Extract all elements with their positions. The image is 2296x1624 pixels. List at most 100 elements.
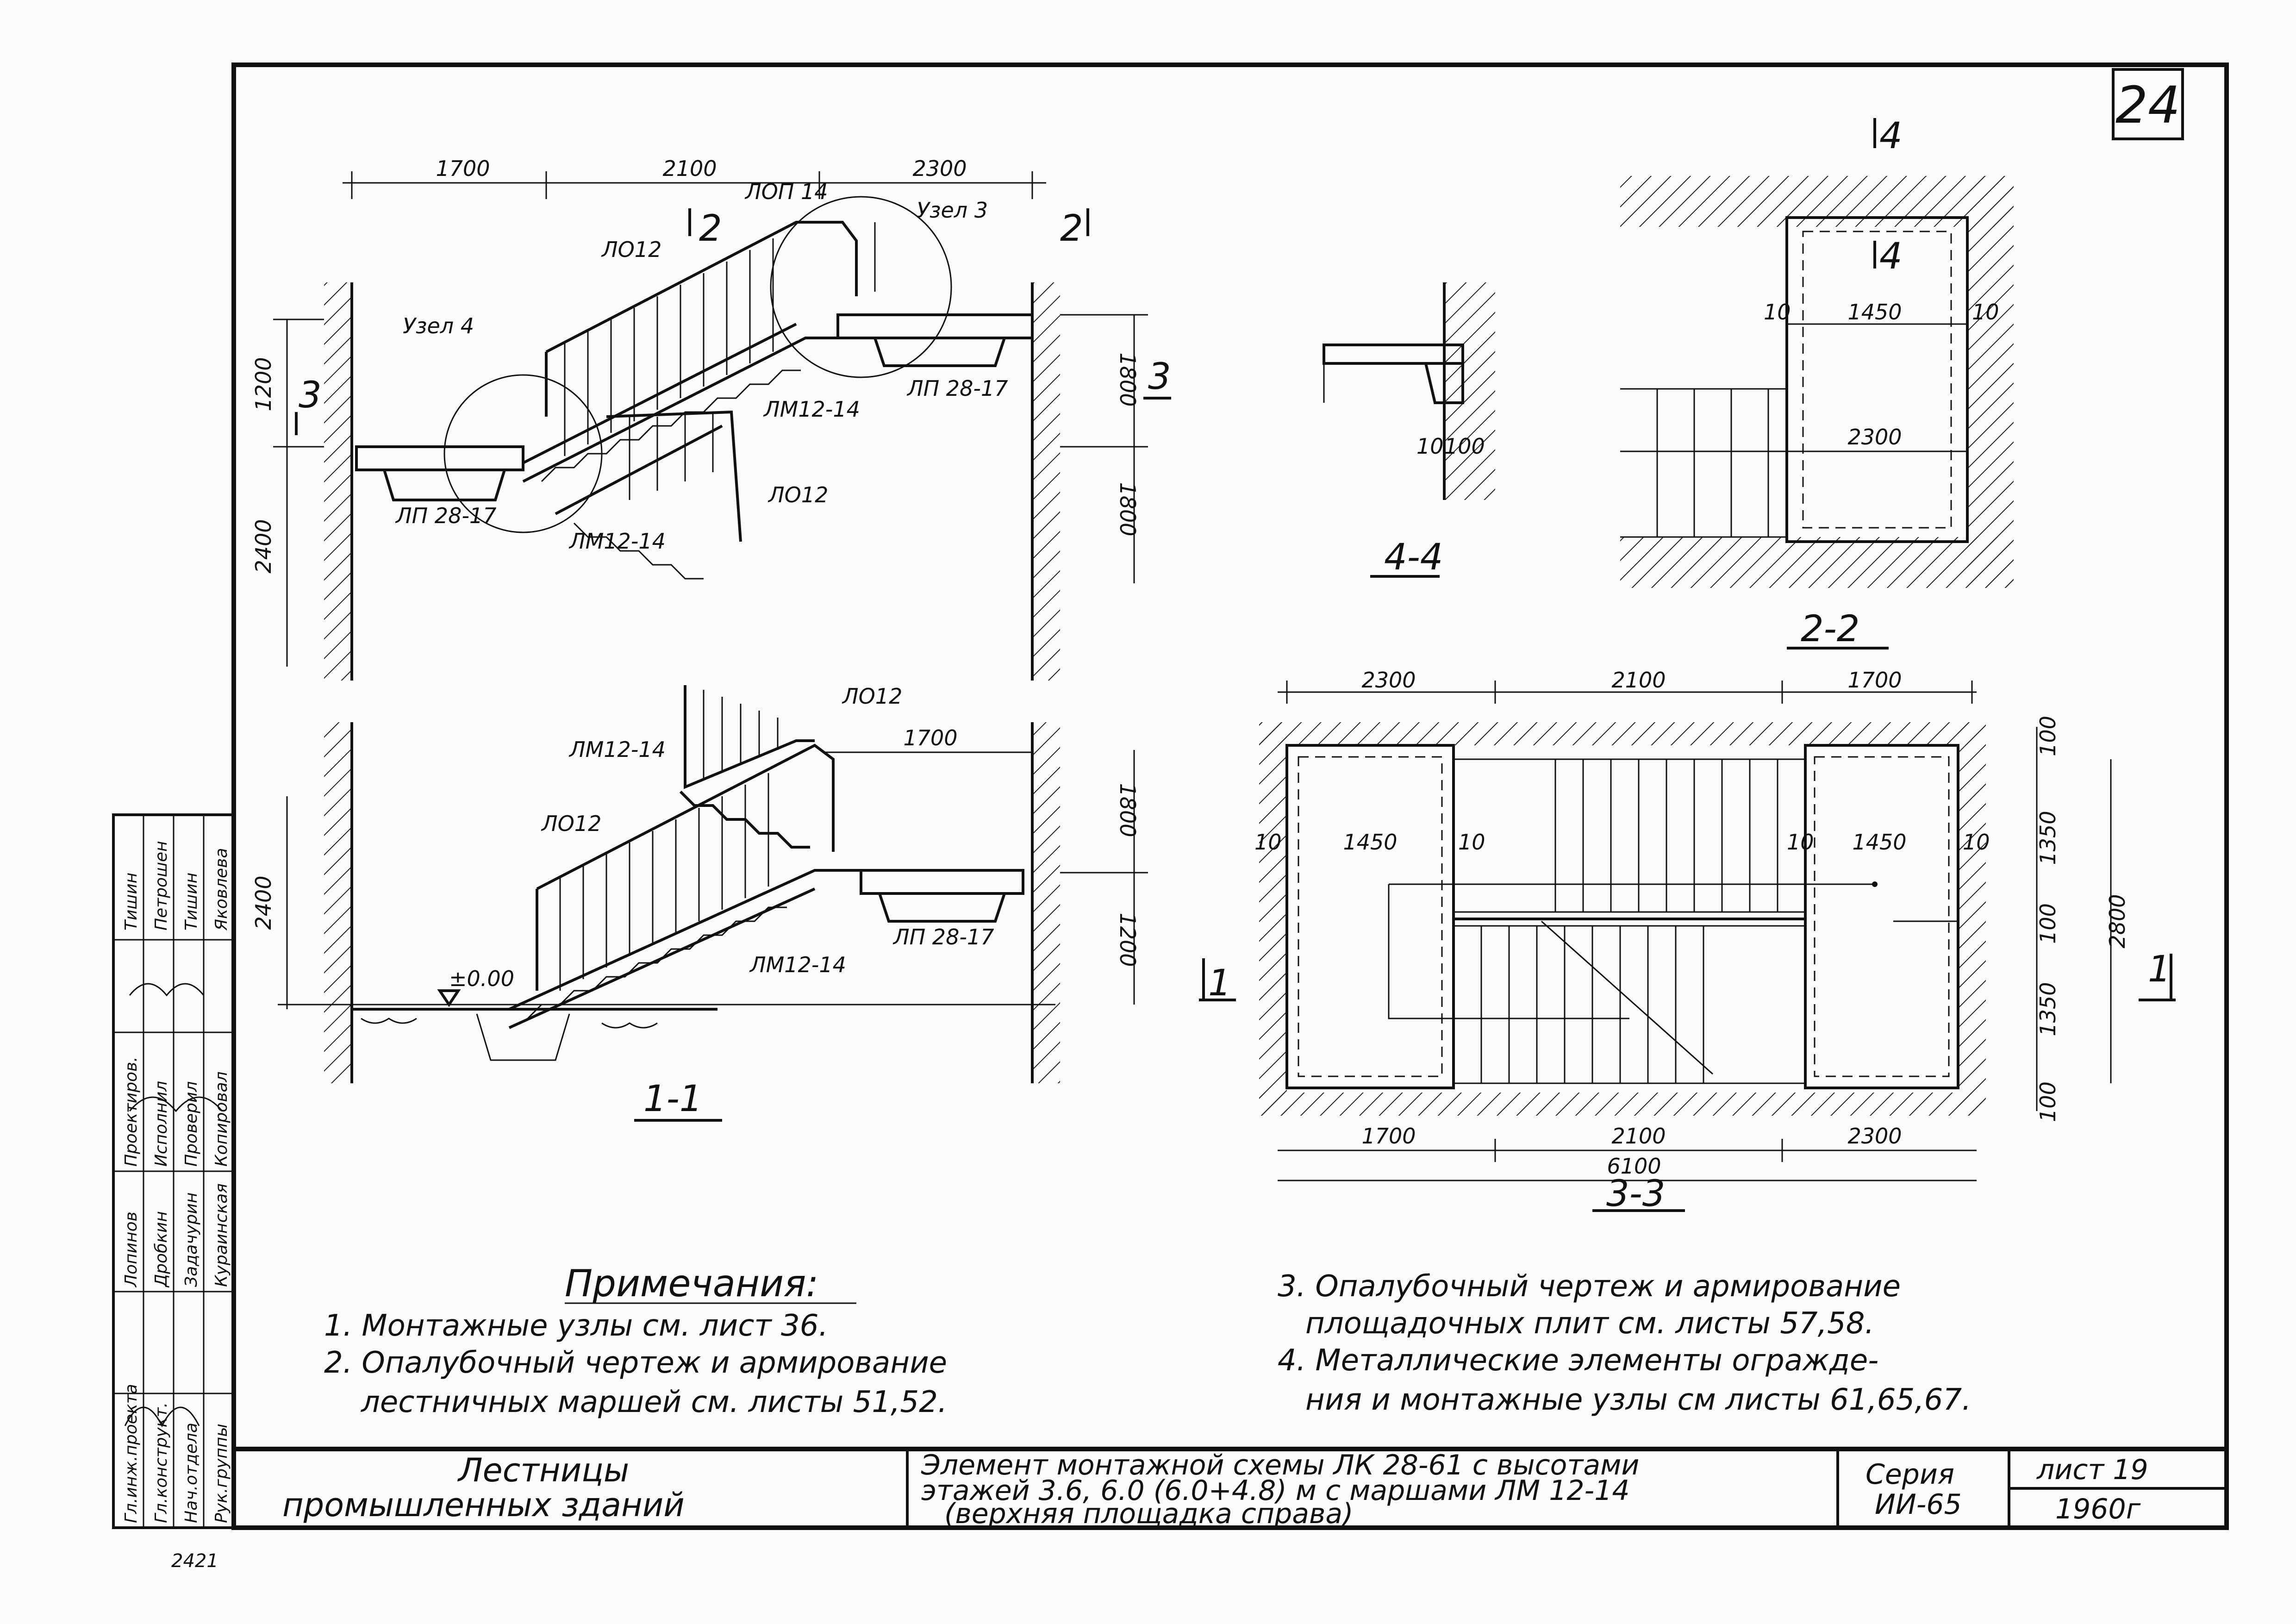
dim-3-3-top-3: 1700 [1847, 668, 1902, 693]
stamp-name2-1: Тишин [122, 873, 141, 931]
label-lo12-b: ЛО12 [767, 482, 828, 507]
label-1-1-lo12-a: ЛО12 [842, 684, 902, 709]
dim-3-3-total-right: 2800 [2105, 894, 2130, 948]
dim-3-3-bot-1: 1700 [1361, 1124, 1416, 1149]
title-1-1: 1-1 [643, 1078, 702, 1120]
dim-3-3-in-r3: 10 [1963, 830, 1990, 855]
stamp-role2-1: Проектиров. [122, 1056, 141, 1167]
view-1-1: 1700 2400 1800 1200 ±0.00 [251, 684, 1148, 1122]
tb-series-value: ИИ-65 [1875, 1488, 1962, 1521]
label-lp-left: ЛП 28-17 [395, 503, 496, 528]
notes-title: Примечания: [565, 1262, 818, 1305]
stamp-name2-4: Яковлева [212, 848, 231, 931]
note-3b: площадочных плит см. листы 57,58. [1305, 1306, 1874, 1341]
label-1-1-lp: ЛП 28-17 [892, 924, 994, 949]
marker-4-inner: 4 [1879, 236, 1903, 277]
dim-3-3-top-1: 2300 [1361, 668, 1416, 693]
marker-1-right: 1 [2148, 949, 2171, 990]
signature-marks [124, 983, 223, 1428]
view-4-4: 10 100 4-4 [1323, 282, 1495, 578]
label-lp-right: ЛП 28-17 [906, 376, 1008, 401]
title-block: Лестницы промышленных зданий Элемент мон… [234, 1447, 2227, 1530]
note-4b: ния и монтажные узлы см листы 61,65,67. [1305, 1383, 1971, 1417]
dim-top-2: 2100 [662, 156, 717, 181]
marker-3-right: 3 [1148, 356, 1171, 398]
dim-2-2-b: 1450 [1847, 300, 1902, 325]
label-uzel4: Узел 4 [403, 313, 474, 338]
dim-3-3-r3: 100 [2035, 903, 2060, 944]
dim-3-3-bot-2: 2100 [1611, 1124, 1666, 1149]
stamp-role-4: Рук.группы [212, 1424, 231, 1523]
dim-1-1-top: 1700 [903, 725, 957, 750]
dim-4-4-a: 10 [1416, 434, 1444, 459]
notes-block: Примечания: 1. Монтажные узлы см. лист 3… [324, 1262, 1971, 1419]
note-1: 1. Монтажные узлы см. лист 36. [324, 1309, 828, 1343]
dim-3-3-r5: 100 [2035, 1081, 2060, 1122]
dim-3-3-in-r1: 10 [1787, 830, 1814, 855]
title-3-3: 3-3 [1606, 1173, 1665, 1215]
marker-4-top: 4 [1879, 115, 1903, 157]
sheet-number-box: 24 [2112, 68, 2184, 140]
stamp-role-2: Гл.конструкт. [152, 1402, 171, 1523]
dim-3-3-r2: 1350 [2035, 811, 2060, 865]
label-lm-a: ЛМ12-14 [763, 397, 860, 422]
marker-2-left: 2 [699, 208, 722, 250]
tb-name-1: Лестницы [457, 1451, 629, 1489]
view-3-3: 2300 2100 1700 [1199, 668, 2176, 1215]
tb-year: 1960г [2055, 1493, 2141, 1525]
stamp-name-4: Кураинская [212, 1183, 231, 1287]
sheet-number: 24 [2115, 75, 2180, 135]
dim-1-1-right-1: 1800 [1115, 783, 1140, 837]
note-4a: 4. Металлические элементы огражде- [1278, 1343, 1878, 1378]
tb-series-label: Серия [1866, 1458, 1954, 1491]
marker-1-left: 1 [1208, 962, 1231, 1004]
archive-number: 2421 [171, 1550, 218, 1572]
label-lm-b: ЛМ12-14 [568, 529, 666, 554]
dim-top-1: 1700 [436, 156, 490, 181]
tb-sheet-label: лист 19 [2036, 1454, 2148, 1486]
note-3a: 3. Опалубочный чертеж и армирование [1278, 1269, 1901, 1304]
dim-2-2-d: 2300 [1847, 425, 1902, 450]
dim-2-2-a: 10 [1764, 300, 1791, 325]
label-uzel3: Узел 3 [917, 198, 988, 223]
title-4-4: 4-4 [1384, 537, 1443, 578]
stamp-name2-3: Тишин [182, 873, 201, 931]
stamp-name2-2: Петрошен [152, 841, 171, 931]
dim-top-3: 2300 [912, 156, 967, 181]
dim-3-3-r4: 1350 [2035, 982, 2060, 1036]
label-1-1-lo12-b: ЛО12 [541, 811, 601, 836]
stamp-name-2: Дробкин [152, 1211, 171, 1288]
dim-left-1: 1200 [251, 357, 276, 411]
dim-3-3-in-l2: 1450 [1343, 830, 1397, 855]
stamp-name-3: Задачурин [182, 1193, 201, 1287]
view-2-2: 10 1450 10 2300 4 4 2-2 [1620, 115, 2014, 650]
stamp-role2-4: Копировал [212, 1071, 231, 1167]
stamp-role2-3: Проверил [182, 1081, 201, 1167]
tb-desc-1: Элемент монтажной схемы ЛК 28-61 с высот… [921, 1449, 1639, 1481]
dim-3-3-in-l1: 10 [1254, 830, 1282, 855]
dim-1-1-left: 2400 [251, 875, 276, 930]
dim-3-3-in-l3: 10 [1458, 830, 1485, 855]
label-1-1-lm-a: ЛМ12-14 [568, 737, 666, 762]
label-lo12-a: ЛО12 [601, 237, 661, 262]
label-1-1-lm-b: ЛМ12-14 [749, 952, 846, 977]
dim-4-4-b: 100 [1444, 434, 1485, 459]
dim-3-3-r1: 100 [2035, 716, 2060, 756]
note-2b: лестничных маршей см. листы 51,52. [360, 1385, 947, 1419]
dim-3-3-in-r2: 1450 [1852, 830, 1906, 855]
dim-1-1-right-2: 1200 [1115, 912, 1140, 967]
note-2a: 2. Опалубочный чертеж и армирование [324, 1346, 947, 1380]
marker-2-right: 2 [1060, 208, 1083, 250]
tb-desc-2: этажей 3.6, 6.0 (6.0+4.8) м с маршами ЛМ… [921, 1474, 1630, 1507]
view-top-elevation: 1700 2100 2300 1200 2400 1800 1800 2 2 3… [251, 156, 1171, 681]
stamp-name-1: Лопинов [122, 1212, 141, 1288]
dim-left-2: 2400 [251, 519, 276, 573]
dim-3-3-total: 6100 [1607, 1154, 1661, 1179]
dim-right-1: 1800 [1115, 352, 1140, 406]
stamp-block: Гл.инж.проекта Гл.конструкт. Нач.отдела … [112, 813, 235, 1529]
tb-name-2: промышленных зданий [282, 1486, 685, 1524]
stamp-role2-2: Исполнил [152, 1081, 171, 1167]
dim-2-2-c: 10 [1972, 300, 1999, 325]
label-lop14: ЛОП 14 [744, 179, 828, 204]
